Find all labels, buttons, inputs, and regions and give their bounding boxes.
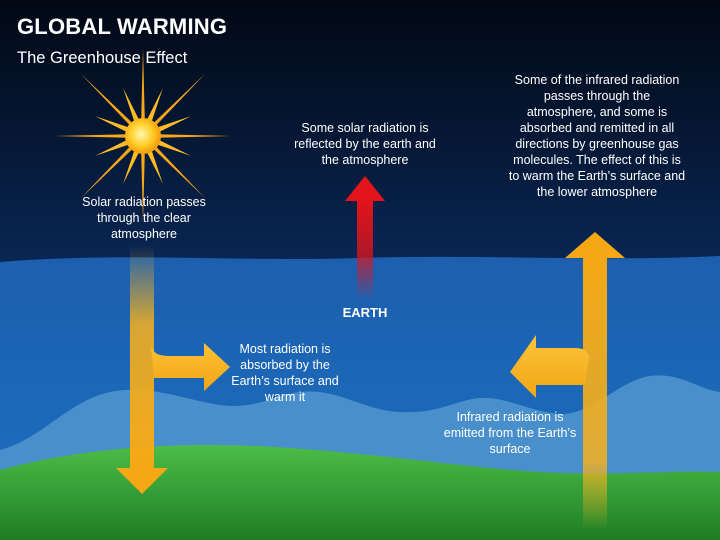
sun-ray: [95, 116, 130, 133]
sun-ray: [123, 149, 140, 184]
sun-ray: [80, 146, 133, 199]
sun-ray: [156, 116, 191, 133]
sun-ray: [141, 48, 145, 121]
earth-label: EARTH: [342, 305, 388, 320]
label-infrared-emitted: Infrared radiation is emitted from the E…: [443, 410, 577, 456]
solar-radiation-arrow: [116, 245, 230, 494]
sun-ray: [80, 73, 133, 126]
label-reflected: Some solar radiation is reflected by the…: [294, 121, 436, 167]
sun-icon: [55, 48, 231, 224]
sun-ray: [153, 73, 206, 126]
label-absorbed: Most radiation is absorbed by the Earth’…: [231, 342, 339, 404]
sun-ray: [153, 146, 206, 199]
sun-ray: [141, 151, 145, 224]
sun-ray: [146, 88, 163, 123]
sun-ray: [146, 149, 163, 184]
sun-ray: [55, 134, 128, 138]
sun-ray: [158, 134, 231, 138]
page-title: GLOBAL WARMING: [17, 14, 228, 39]
page-subtitle: The Greenhouse Effect: [17, 49, 188, 67]
label-solar-radiation: Solar radiation passes through the clear…: [82, 195, 206, 241]
label-infrared-greenhouse: Some of the infrared radiation passes th…: [508, 73, 686, 199]
infrared-radiation-arrow: [510, 232, 625, 530]
sun-ray: [156, 139, 191, 156]
ground: [0, 444, 720, 540]
reflected-radiation-arrow: [345, 176, 385, 300]
sun-ray: [123, 88, 140, 123]
sun-ray: [95, 139, 130, 156]
